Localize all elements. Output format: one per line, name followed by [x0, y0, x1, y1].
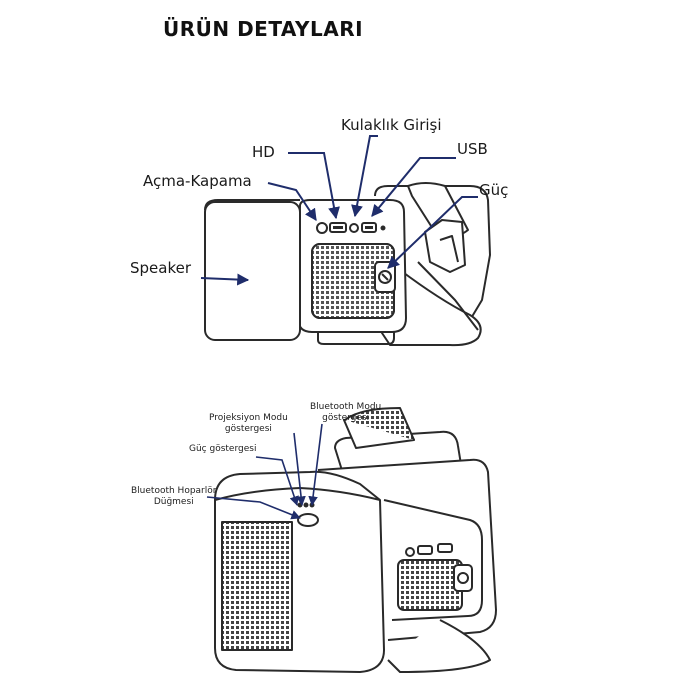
top-arrows	[200, 135, 478, 286]
label-projection-line2: göstergesi	[224, 424, 272, 434]
arrow-power-indicator	[255, 456, 299, 506]
label-speaker: Speaker	[130, 259, 192, 277]
bottom-right-panel	[383, 499, 483, 621]
top-lens	[424, 219, 466, 273]
label-bt-button-line2: Düğmesi	[153, 497, 194, 507]
label-headphone: Kulaklık Girişi	[341, 116, 442, 134]
arrow-projection-indicator	[293, 432, 306, 506]
arrow-power-switch	[267, 182, 317, 221]
top-front-panel	[204, 201, 301, 341]
bottom-side-grille	[221, 521, 293, 651]
bottom-bluetooth-button	[297, 513, 319, 527]
label-hd: HD	[252, 143, 275, 161]
bottom-lens-ridged	[344, 407, 415, 441]
bottom-projector-drawing	[214, 407, 497, 673]
arrow-speaker	[200, 273, 250, 286]
label-power: Güç	[479, 181, 509, 199]
arrow-bluetooth-indicator	[308, 423, 323, 506]
arrow-headphone	[351, 135, 378, 218]
label-bluetooth-line1: Bluetooth Modu	[310, 402, 382, 412]
top-power-switch	[316, 222, 328, 234]
label-power-switch: Açma-Kapama	[143, 172, 252, 190]
label-usb: USB	[457, 140, 488, 158]
bottom-stand	[387, 619, 491, 673]
top-projector-drawing	[204, 182, 491, 347]
label-projection-indicator: Projeksiyon Modu göstergesi	[209, 413, 288, 435]
arrow-hd	[288, 152, 340, 220]
label-bt-button: Bluetooth Hoparlör Düğmesi	[131, 486, 216, 508]
arrow-usb	[371, 157, 456, 217]
arrow-bt-button	[206, 496, 301, 520]
top-headphone-port	[349, 223, 359, 233]
bottom-back-grille	[397, 559, 463, 611]
bottom-arrows	[206, 423, 323, 520]
label-bluetooth-indicator: Bluetooth Modu göstergesi	[310, 402, 381, 424]
label-projection-line1: Projeksiyon Modu	[209, 413, 288, 423]
arrow-power	[387, 196, 478, 269]
label-bt-button-line1: Bluetooth Hoparlör	[131, 486, 217, 496]
page-title: ÜRÜN DETAYLARI	[163, 17, 364, 41]
label-bluetooth-line2: göstergesi	[322, 413, 370, 423]
label-power-indicator: Güç göstergesi	[189, 444, 257, 454]
